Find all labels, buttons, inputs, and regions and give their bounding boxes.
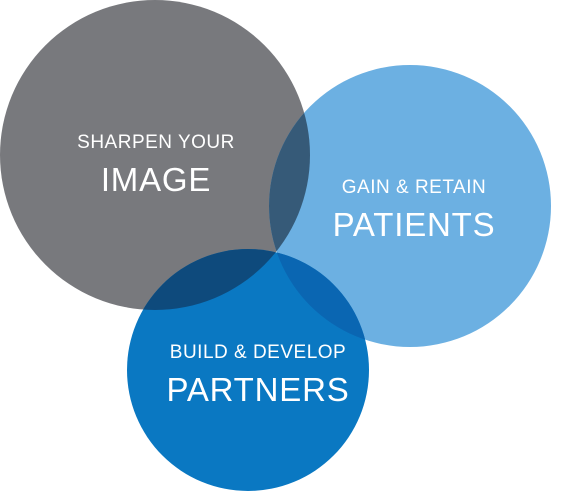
- partners-circle: [127, 249, 369, 491]
- patients-circle: [269, 65, 551, 347]
- partners-label-line2: PARTNERS: [166, 371, 349, 408]
- partners-label-line1: BUILD & DEVELOP: [170, 342, 346, 363]
- patients-label-line1: GAIN & RETAIN: [342, 177, 486, 198]
- image-label-line2: IMAGE: [101, 161, 211, 198]
- image-label-line1: SHARPEN YOUR: [77, 132, 235, 153]
- image-circle: [0, 0, 310, 310]
- patients-label-line2: PATIENTS: [333, 206, 496, 243]
